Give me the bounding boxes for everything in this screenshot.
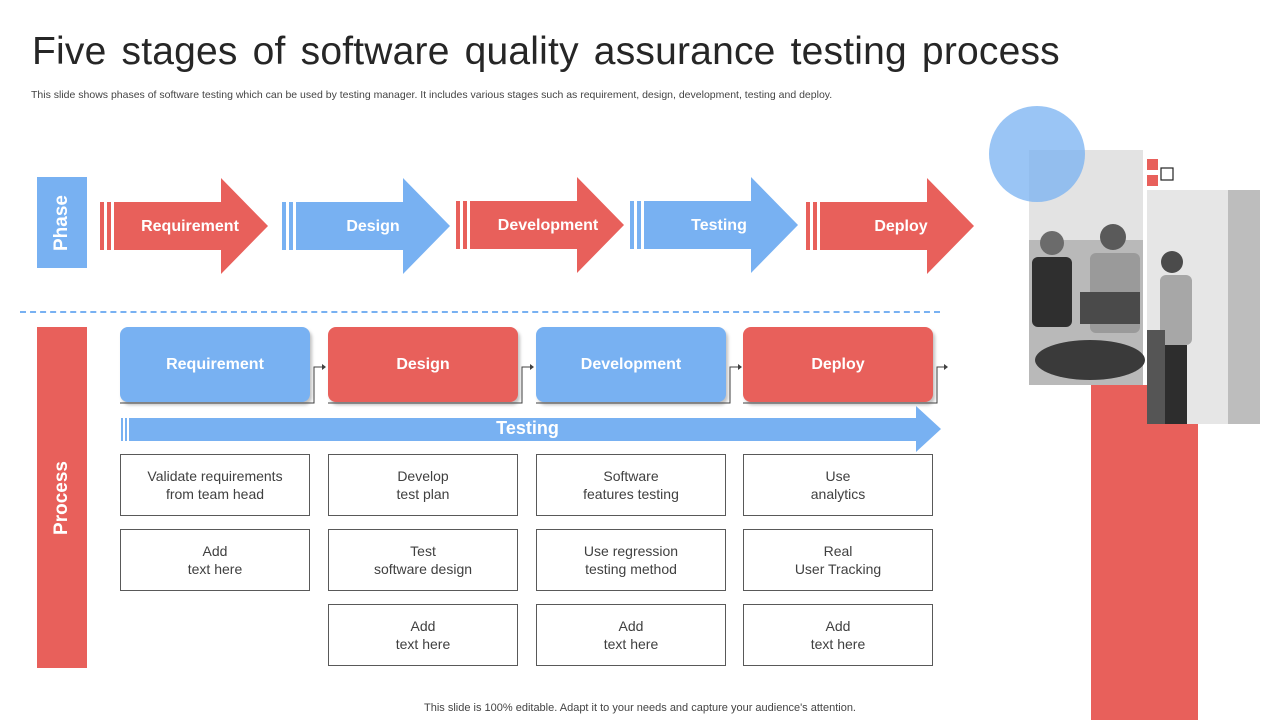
red-vertical-bar [1091,385,1198,720]
task-line: User Tracking [794,561,882,577]
task-line: Use regression [583,543,679,559]
task-line: text here [395,636,451,652]
task-line: from team head [165,486,265,502]
phase-sidebar: Phase [37,177,87,268]
slide-title: Five stages of software quality assuranc… [32,30,1060,73]
task-line: test plan [396,486,450,502]
task-line: Add [825,618,851,634]
task-box: Validate requirements from team head [120,454,310,516]
task-line: text here [603,636,659,652]
dashed-divider [20,311,940,313]
phase-label-requirement: Requirement [141,218,239,235]
task-line: software design [373,561,473,577]
task-box: Add text here [743,604,933,666]
task-box: Use regression testing method [536,529,726,591]
slide-subtitle: This slide shows phases of software test… [31,89,833,101]
task-line: testing method [585,561,677,577]
connector-1 [120,366,322,404]
phase-arrows [100,177,974,274]
phase-arrow-deploy [806,178,974,274]
red-square-decoration-2 [1147,175,1158,186]
task-box: Develop test plan [328,454,518,516]
phase-label-testing: Testing [691,217,747,234]
stage-requirement-label: Requirement [166,355,264,373]
stage-deploy-label: Deploy [811,355,865,373]
task-line: Add [618,618,644,634]
connector-4 [743,366,944,404]
process-connectors [120,364,948,452]
outline-square-decoration [1160,167,1174,181]
task-box: Test software design [328,529,518,591]
process-sidebar: Process [37,327,87,668]
task-line: Use [825,468,851,484]
task-line: features testing [583,486,679,502]
task-box: Use analytics [743,454,933,516]
phase-arrow-design [282,178,450,274]
task-line: Add [410,618,436,634]
testing-arrow-label: Testing [496,418,559,438]
phase-arrow-requirement [100,178,268,274]
phase-arrow-testing [630,177,798,273]
task-box: Software features testing [536,454,726,516]
task-line: Test [410,543,436,559]
task-line: Real [823,543,853,559]
stage-development: Development [536,327,726,402]
task-box: Add text here [536,604,726,666]
photo-right-content [1147,190,1260,424]
stage-design: Design [328,327,518,402]
connector-3 [536,366,738,404]
phase-label-development: Development [497,217,599,234]
blue-circle-decoration [989,106,1085,202]
task-line: Develop [397,468,449,484]
task-line: Software [603,468,659,484]
task-line: text here [187,561,243,577]
task-box: Add text here [328,604,518,666]
task-box: Real User Tracking [743,529,933,591]
stage-development-label: Development [580,355,682,373]
stage-design-label: Design [396,355,450,373]
task-line: Validate requirements [147,468,283,484]
connector-2 [328,366,530,404]
phase-label-deploy: Deploy [874,218,928,235]
red-square-decoration-1 [1147,159,1158,170]
task-line: Add [202,543,228,559]
task-box: Add text here [120,529,310,591]
phase-label-design: Design [346,218,400,235]
testing-arrow [121,406,941,452]
task-line: analytics [810,486,866,502]
stage-requirement: Requirement [120,327,310,402]
phase-arrow-development [456,177,624,273]
task-line: text here [810,636,866,652]
stage-deploy: Deploy [743,327,933,402]
footer-note: This slide is 100% editable. Adapt it to… [424,702,856,714]
